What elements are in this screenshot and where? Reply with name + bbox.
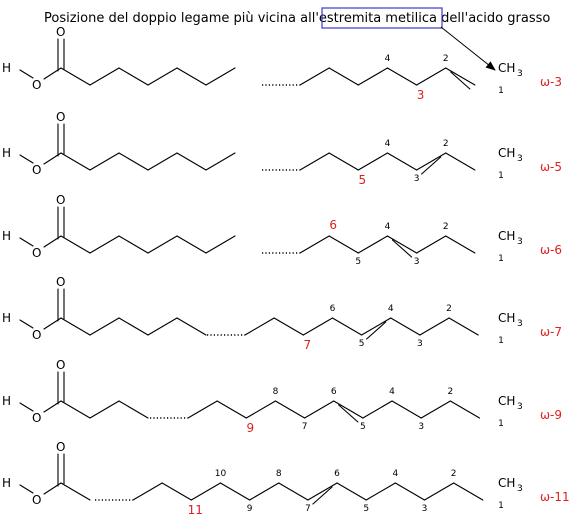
double-bond-position: 6 [329,218,337,232]
carbon-number: 2 [443,139,449,149]
carbon-number: 1 [498,254,504,264]
methyl-group: CH [498,394,515,408]
caption-highlight: estremita metilica [319,11,437,26]
methyl-group: CH [498,476,515,490]
carbon-number: 1 [498,336,504,346]
hydrogen-atom: H [2,311,11,325]
caption-text: Posizione del doppio legame più vicina a… [44,11,550,26]
carbon-number: 4 [392,469,398,479]
caption-after: dell'acido grasso [437,11,550,26]
hydroxyl-oxygen: O [32,163,41,177]
methyl-subscript: 3 [517,484,523,494]
carbon-number: 7 [302,422,308,432]
omega-label: ω-11 [540,490,570,504]
double-bond [450,71,471,90]
methyl-group: CH [498,311,515,325]
carbonyl-oxygen: O [56,110,65,124]
omega-label: ω-6 [540,243,562,257]
carbon-number: 8 [276,469,282,479]
carbonyl-oxygen: O [56,275,65,289]
carbon-number: 3 [422,504,428,514]
double-bond-position: 9 [246,421,254,435]
carbon-number: 1 [498,419,504,429]
omega-label: ω-3 [540,75,562,89]
double-bond-position: 3 [417,88,425,102]
omega-label: ω-9 [540,408,562,422]
double-bond-position: 7 [303,338,311,352]
carbon-number: 7 [305,504,311,514]
highlight-box [321,7,443,29]
double-bond [312,486,333,505]
carbon-number: 4 [385,222,391,232]
hydrogen-atom: H [2,476,11,490]
carbon-number: 6 [334,469,340,479]
hydroxyl-oxygen: O [32,328,41,342]
hydroxyl-oxygen: O [32,246,41,260]
carbon-number: 2 [447,387,453,397]
carbon-number: 1 [498,171,504,181]
methyl-subscript: 3 [517,319,523,329]
carbon-number: 5 [359,339,365,349]
carbonyl-oxygen: O [56,25,65,39]
double-bond [366,321,387,340]
double-bond [338,404,359,423]
carbon-number: 4 [385,54,391,64]
carbon-number: 5 [355,257,361,267]
hydrogen-atom: H [2,229,11,243]
carbon-number: 5 [360,422,366,432]
omega-label: ω-5 [540,160,562,174]
carbonyl-oxygen: O [56,193,65,207]
caption-before: Posizione del doppio legame più vicina a… [44,11,319,26]
carbon-number: 2 [446,304,452,314]
carbon-number: 8 [273,387,279,397]
hydrogen-atom: H [2,394,11,408]
carbon-number: 3 [414,257,420,267]
carbon-number: 5 [363,504,369,514]
methyl-subscript: 3 [517,402,523,412]
carbon-number: 4 [385,139,391,149]
carbon-number: 4 [388,304,394,314]
omega-label: ω-7 [540,325,562,339]
carbon-number: 3 [417,339,423,349]
methyl-subscript: 3 [517,237,523,247]
carbon-number: 6 [331,387,337,397]
hydroxyl-oxygen: O [32,411,41,425]
double-bond [421,156,442,175]
methyl-subscript: 3 [517,69,523,79]
carbon-number: 10 [215,469,227,479]
carbonyl-oxygen: O [56,440,65,454]
carbon-number: 3 [418,422,424,432]
double-bond-position: 11 [188,503,203,517]
hydroxyl-oxygen: O [32,78,41,92]
hydrogen-atom: H [2,61,11,75]
carbon-number: 2 [443,222,449,232]
methyl-group: CH [498,61,515,75]
carbon-number: 1 [498,501,504,511]
pointer-arrow [440,26,496,71]
carbon-number: 3 [414,174,420,184]
hydroxyl-oxygen: O [32,493,41,507]
double-bond [391,239,413,258]
methyl-group: CH [498,146,515,160]
carbon-number: 2 [451,469,457,479]
methyl-subscript: 3 [517,154,523,164]
carbonyl-oxygen: O [56,358,65,372]
methyl-group: CH [498,229,515,243]
carbon-number: 4 [389,387,395,397]
carbon-number: 2 [443,54,449,64]
carbon-number: 9 [247,504,253,514]
caption: Posizione del doppio legame più vicina a… [44,7,550,71]
carbon-number: 6 [330,304,336,314]
hydrogen-atom: H [2,146,11,160]
double-bond-position: 5 [358,173,366,187]
carbon-number: 1 [498,86,504,96]
